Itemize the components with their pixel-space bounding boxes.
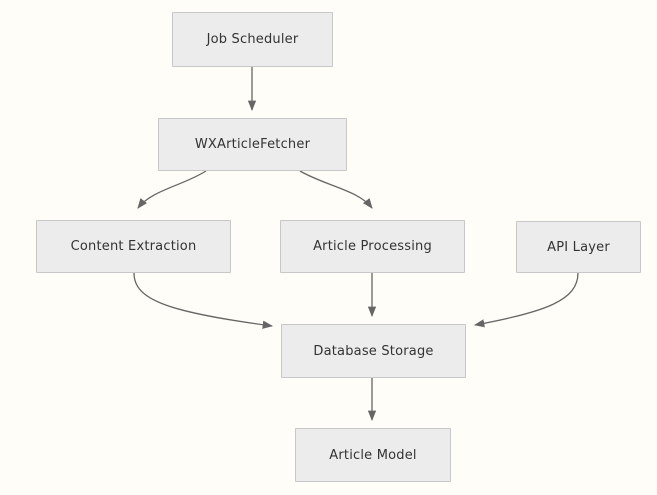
node-database-storage[interactable]: Database Storage [281,324,466,378]
node-label-database-storage: Database Storage [313,343,434,359]
node-label-article-model: Article Model [329,447,417,463]
node-label-wx-article-fetcher: WXArticleFetcher [194,137,311,152]
node-label-article-processing: Article Processing [313,239,432,254]
edge-extraction-to-database [133,272,274,329]
node-label-content-extraction: Content Extraction [70,239,197,254]
node-wx-article-fetcher[interactable]: WXArticleFetcher [158,118,347,171]
edge-api-to-database [473,272,579,328]
node-job-scheduler[interactable]: Job Scheduler [172,12,333,67]
edge-fetcher-to-processing [299,170,373,209]
node-content-extraction[interactable]: Content Extraction [36,220,231,273]
node-article-processing[interactable]: Article Processing [280,220,465,273]
node-article-model[interactable]: Article Model [295,428,451,482]
node-api-layer[interactable]: API Layer [516,221,641,273]
node-label-job-scheduler: Job Scheduler [206,32,299,47]
node-label-api-layer: API Layer [547,239,610,255]
edge-fetcher-to-extraction [137,170,207,209]
